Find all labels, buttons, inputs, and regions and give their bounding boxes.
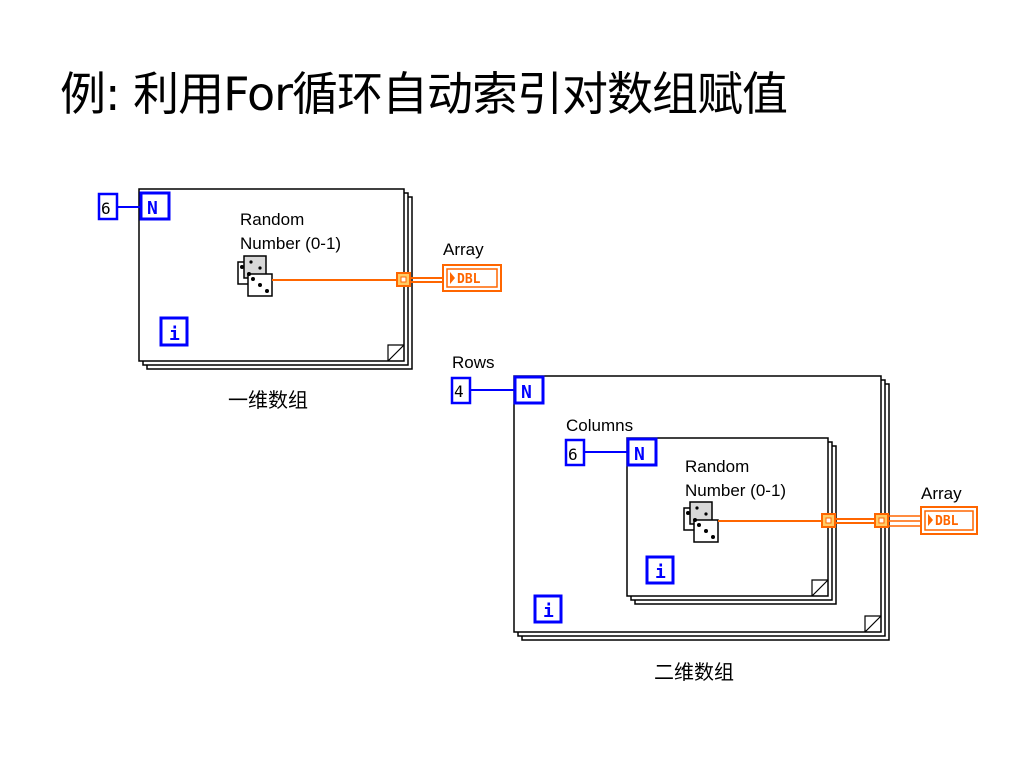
count-terminal-outer[interactable]: N <box>513 375 545 405</box>
play-arrow-icon <box>928 514 933 526</box>
count-constant-1d[interactable]: 6 <box>97 192 119 221</box>
count-terminal-1d[interactable]: N <box>139 191 171 221</box>
dice-icon[interactable] <box>683 501 719 543</box>
array-indicator-1d-type: DBL <box>457 272 481 287</box>
count-terminal-1d-text: N <box>147 198 158 219</box>
array-indicator-2d[interactable]: DBL <box>920 506 978 535</box>
columns-label: Columns <box>566 416 634 435</box>
columns-constant[interactable]: 6 <box>564 438 586 467</box>
columns-constant-text: 6 <box>568 445 578 464</box>
play-arrow-icon <box>450 272 455 284</box>
function-label-2d-line2: Number (0-1) <box>685 481 787 500</box>
function-label-1d-line1: Random <box>240 210 305 229</box>
rows-constant[interactable]: 4 <box>450 376 472 405</box>
indicator-label-1d: Array <box>443 240 484 259</box>
function-label-2d-line1: Random <box>685 457 750 476</box>
count-terminal-inner[interactable]: N <box>626 437 658 467</box>
rows-label: Rows <box>452 353 495 372</box>
caption-1d: 一维数组 <box>228 388 308 412</box>
iteration-terminal-outer-text: i <box>543 601 554 622</box>
rows-constant-text: 4 <box>454 382 464 401</box>
caption-2d: 二维数组 <box>654 660 734 684</box>
count-terminal-inner-text: N <box>634 444 645 465</box>
count-terminal-outer-text: N <box>521 382 532 403</box>
iteration-terminal-outer[interactable]: i <box>533 594 563 624</box>
array-indicator-2d-type: DBL <box>935 514 959 529</box>
dice-icon[interactable] <box>237 255 273 297</box>
slide-title: 例: 利用For循环自动索引对数组赋值 <box>60 67 788 121</box>
array-indicator-1d[interactable]: DBL <box>442 264 502 292</box>
indicator-label-2d: Array <box>921 484 962 503</box>
iteration-terminal-inner[interactable]: i <box>645 555 675 585</box>
iteration-terminal-inner-text: i <box>655 562 666 583</box>
count-constant-1d-text: 6 <box>101 199 111 218</box>
iteration-terminal-1d-text: i <box>169 324 180 345</box>
function-label-1d-line2: Number (0-1) <box>240 234 342 253</box>
iteration-terminal-1d[interactable]: i <box>159 316 189 347</box>
